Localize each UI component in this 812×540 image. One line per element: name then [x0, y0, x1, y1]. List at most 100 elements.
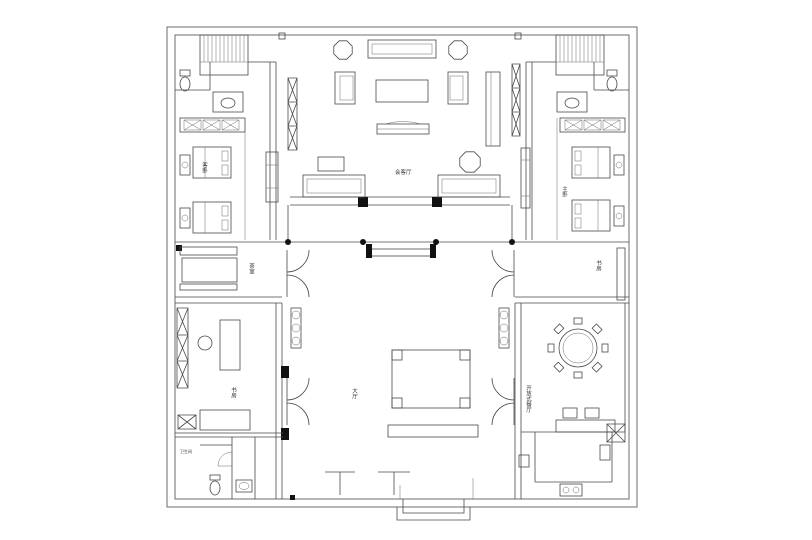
left-wing-wall-upper: [248, 61, 277, 240]
dining-chair-1: [573, 317, 583, 325]
right-wing-wall-lower: [514, 303, 522, 499]
planter-left: [290, 307, 302, 349]
study-desk-left: [219, 319, 241, 371]
bed-left-1-pillow-a: [221, 150, 229, 162]
bar-stool-2: [584, 407, 600, 419]
bar-stool-1: [562, 407, 578, 419]
cooktop: [559, 483, 583, 497]
hall-sofa-top-cushion: [371, 43, 433, 55]
column-left-wing: [176, 245, 182, 251]
burner-1: [562, 486, 570, 494]
nightstand-left-2: [179, 207, 191, 229]
bed-right-2-pillow-b: [574, 217, 582, 229]
courtyard-bench: [387, 424, 479, 438]
column-courtyard-left-1: [281, 366, 289, 378]
veranda-column-3: [433, 239, 439, 245]
kitchen-counter-outline: [521, 431, 625, 483]
hall-sofa-right-cushion: [441, 178, 497, 194]
lamp-left-1: [181, 161, 189, 169]
hall-sofa-left-cushion: [306, 178, 362, 194]
sink-basin-right: [564, 97, 580, 109]
door-courtyard-upper-right: [491, 249, 515, 298]
courtyard-table-corner-bl: [391, 397, 403, 409]
dining-chair-3: [601, 343, 609, 353]
column-bottom-left: [290, 495, 295, 500]
courtyard-table: [391, 349, 471, 409]
courtyard-stool-left: [325, 471, 355, 495]
hall-side-table-right: [520, 147, 531, 209]
dining-chair-7: [547, 343, 555, 353]
vanity-right: [559, 117, 626, 133]
courtyard-table-corner-tr: [459, 349, 471, 361]
hall-shelf-right: [485, 71, 501, 147]
round-dining-table-inner: [562, 332, 594, 364]
toilet-tank-right: [606, 69, 618, 77]
column-courtyard-left-2: [281, 428, 289, 440]
planter-right-pot-1: [499, 310, 509, 320]
right-staircase-treads: [556, 35, 604, 63]
veranda-column-1: [285, 239, 291, 245]
wardrobe-left: [176, 307, 189, 389]
bed-right-1-pillow-b: [574, 164, 582, 176]
kitchen-sink: [599, 444, 611, 461]
armchair-right: [447, 71, 469, 105]
bath-wall-left: [175, 432, 283, 438]
left-staircase-treads: [200, 35, 248, 63]
bed-right-1: [571, 146, 611, 179]
hall-side-table-right-lines: [521, 159, 530, 197]
study-chair-left: [197, 335, 213, 351]
bath-cabinet-left: [177, 414, 197, 430]
label-bathroom: 卫生间: [180, 448, 192, 454]
nightstand-right-1: [613, 154, 625, 176]
toilet-bowl-lower: [209, 480, 221, 496]
label-master-bedroom: 主卧: [561, 185, 568, 199]
right-wing-wall-upper: [525, 61, 556, 240]
cross-walls-middle: [175, 296, 629, 304]
bath-partition-right: [593, 62, 629, 91]
dining-chair-5: [573, 371, 583, 379]
octagon-table-hall: [459, 151, 481, 173]
coffee-table: [375, 79, 429, 103]
bath-door-swing-left: [217, 451, 233, 467]
courtyard-step: [369, 248, 433, 257]
sink-counter-left: [212, 91, 244, 113]
courtyard-stool-right: [378, 471, 410, 495]
door-courtyard-lower-left: [286, 377, 310, 426]
octagon-stool-left: [333, 40, 353, 60]
door-courtyard-lower-right: [491, 377, 515, 426]
left-wing-wall-lower: [275, 303, 283, 499]
post-top-left: [278, 32, 286, 40]
kitchen-island: [555, 419, 616, 433]
bed-left-1-pillow-b: [221, 164, 229, 176]
toilet-tank-lower: [209, 474, 221, 481]
armchair-right-seat: [449, 75, 464, 101]
lamp-right-1: [615, 161, 623, 169]
label-study-left: 书房: [230, 386, 237, 400]
outer-wall-inner-line: [174, 34, 630, 500]
courtyard-table-corner-tl: [391, 349, 403, 361]
burner-2: [572, 486, 580, 494]
hall-front-windows: [287, 196, 513, 242]
sink-basin-left: [220, 97, 236, 109]
sink-basin-lower: [238, 482, 250, 490]
vanity-right-drawers: [564, 119, 621, 131]
tv-console-detail: [377, 121, 429, 130]
nightstand-right-2: [613, 205, 625, 227]
planter-right-pot-3: [499, 336, 509, 346]
sink-counter-right: [556, 91, 588, 113]
column-hall-right: [432, 197, 442, 207]
octagon-stool-right: [448, 40, 468, 60]
hall-low-cabinet: [317, 156, 345, 172]
toilet-bowl-right: [606, 76, 618, 92]
sink-counter-lower: [235, 479, 253, 493]
dining-chair-8: [553, 323, 565, 335]
hall-sofa-top: [367, 39, 437, 59]
nightstand-left-1: [179, 154, 191, 176]
hall-sofa-right: [437, 174, 501, 198]
hall-side-table-left-lines: [266, 164, 278, 189]
label-dining: 开放式餐厅: [525, 385, 532, 413]
bed-right-2-pillow-a: [574, 203, 582, 215]
label-main-hall: 大厅: [351, 387, 358, 400]
kitchen-appliance: [518, 454, 530, 468]
